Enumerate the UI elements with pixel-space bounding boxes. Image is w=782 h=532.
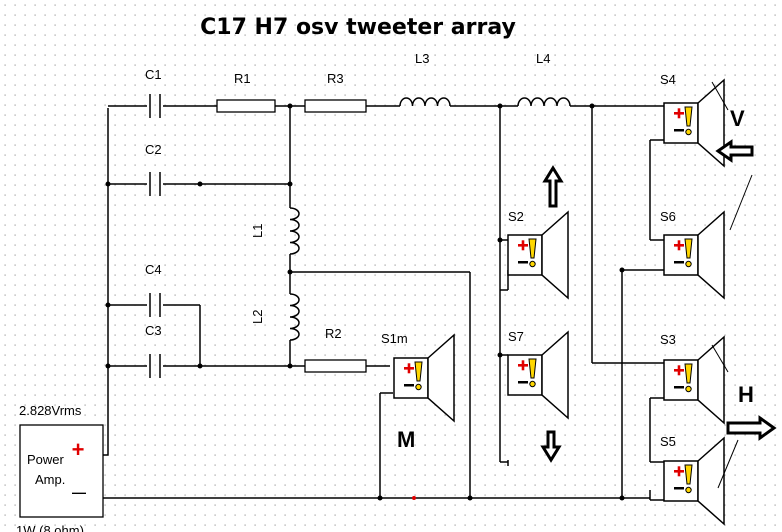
label-s7: S7 (508, 329, 524, 344)
label-l4: L4 (536, 51, 550, 66)
label-l2: L2 (250, 310, 265, 324)
amp-power-note: 1W (8 ohm) (16, 523, 84, 532)
label-v: V (730, 106, 745, 131)
inductor-l1 (289, 207, 300, 255)
resistor-r2 (304, 359, 367, 373)
arrow-up-icon (542, 165, 564, 208)
arrow-right-icon (726, 415, 777, 441)
label-s6: S6 (660, 209, 676, 224)
capacitor-c4 (149, 293, 161, 317)
label-r2: R2 (325, 326, 342, 341)
label-s2: S2 (508, 209, 524, 224)
label-r1: R1 (234, 71, 251, 86)
amp-voltage: 2.828Vrms (19, 403, 82, 418)
inductor-l2 (289, 293, 300, 341)
label-r3: R3 (327, 71, 344, 86)
label-c3: C3 (145, 323, 162, 338)
arrow-down-icon (540, 430, 562, 463)
label-l3: L3 (415, 51, 429, 66)
label-s3: S3 (660, 332, 676, 347)
amp-name-line2: Amp. (35, 472, 65, 487)
amp-minus-sign: — (72, 484, 86, 500)
resistor-r3 (304, 99, 367, 113)
resistor-r1 (216, 99, 276, 113)
capacitor-c3 (149, 354, 161, 378)
wiring (75, 103, 664, 501)
capacitor-c2 (149, 172, 161, 196)
amp-name-line1: Power (27, 452, 65, 467)
label-s5: S5 (660, 434, 676, 449)
diagram-title: C17 H7 osv tweeter array (200, 15, 516, 40)
label-c4: C4 (145, 262, 162, 277)
arrow-left-icon (715, 139, 754, 163)
inductor-l4 (517, 97, 571, 107)
label-s1m: S1m (381, 331, 408, 346)
power-amp (19, 424, 104, 518)
label-l1: L1 (250, 224, 265, 238)
label-c1: C1 (145, 67, 162, 82)
label-m: M (397, 427, 415, 452)
bracket-lines (711, 81, 753, 489)
inductor-l3 (399, 97, 451, 107)
label-s4: S4 (660, 72, 676, 87)
amp-plus-sign: + (72, 437, 85, 462)
label-h: H (738, 382, 754, 407)
capacitor-c1 (149, 94, 161, 118)
label-c2: C2 (145, 142, 162, 157)
